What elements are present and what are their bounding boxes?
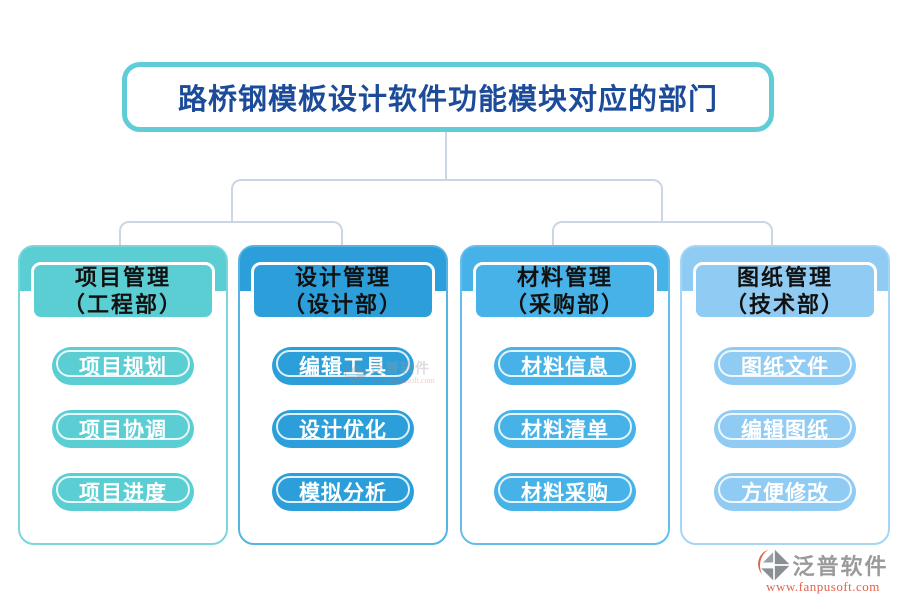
feature-pill-project-planning: 项目规划	[52, 347, 194, 385]
connector-title-stem	[445, 132, 447, 181]
connector-level1-fork	[231, 179, 663, 223]
watermark: 泛普软件 www.fanpusoft.com	[344, 362, 435, 386]
card-design-management: 设计管理 （设计部） 编辑工具 设计优化 模拟分析	[238, 245, 448, 545]
card-project-management: 项目管理 （工程部） 项目规划 项目协调 项目进度	[18, 245, 228, 545]
watermark-brand-url: www.fanpusoft.com	[370, 376, 435, 385]
fanpu-logo-icon	[344, 363, 367, 385]
header-module-name: 设计管理	[294, 265, 391, 290]
connector-left-fork	[119, 221, 343, 247]
header-department: （工程部）	[62, 292, 183, 317]
header-department: （设计部）	[282, 292, 403, 317]
feature-pill-drawing-files: 图纸文件	[714, 347, 856, 385]
header-department: （技术部）	[724, 292, 845, 317]
card-header-design-management: 设计管理 （设计部）	[251, 262, 435, 320]
brand-name: 泛普软件	[792, 554, 889, 579]
feature-pill-editing-tools: 编辑工具	[272, 347, 414, 385]
card-header-drawing-management: 图纸管理 （技术部）	[693, 262, 877, 320]
brand-block: 泛普软件 www.fanpusoft.com	[748, 548, 898, 595]
header-module-name: 图纸管理	[736, 265, 833, 290]
feature-pill-easy-modify: 方便修改	[714, 473, 856, 511]
feature-pill-design-optimization: 设计优化	[272, 410, 414, 448]
feature-pill-project-coordination: 项目协调	[52, 410, 194, 448]
header-department: （采购部）	[504, 292, 625, 317]
feature-pill-edit-drawings: 编辑图纸	[714, 410, 856, 448]
header-module-name: 项目管理	[74, 265, 171, 290]
card-drawing-management: 图纸管理 （技术部） 图纸文件 编辑图纸 方便修改	[680, 245, 890, 545]
feature-pill-material-info: 材料信息	[494, 347, 636, 385]
feature-pill-simulation-analysis: 模拟分析	[272, 473, 414, 511]
watermark-brand-name: 泛普软件	[370, 362, 430, 377]
card-material-management: 材料管理 （采购部） 材料信息 材料清单 材料采购	[460, 245, 670, 545]
fanpu-logo-icon	[758, 549, 790, 581]
feature-pill-project-progress: 项目进度	[52, 473, 194, 511]
connector-right-fork	[552, 221, 773, 247]
card-header-material-management: 材料管理 （采购部）	[473, 262, 657, 320]
feature-pill-material-list: 材料清单	[494, 410, 636, 448]
brand-url: www.fanpusoft.com	[766, 579, 880, 594]
feature-pill-material-procurement: 材料采购	[494, 473, 636, 511]
diagram-title: 路桥钢模板设计软件功能模块对应的部门	[177, 84, 718, 116]
diagram-title-box: 路桥钢模板设计软件功能模块对应的部门	[122, 62, 774, 132]
card-header-project-management: 项目管理 （工程部）	[31, 262, 215, 320]
header-module-name: 材料管理	[516, 265, 613, 290]
